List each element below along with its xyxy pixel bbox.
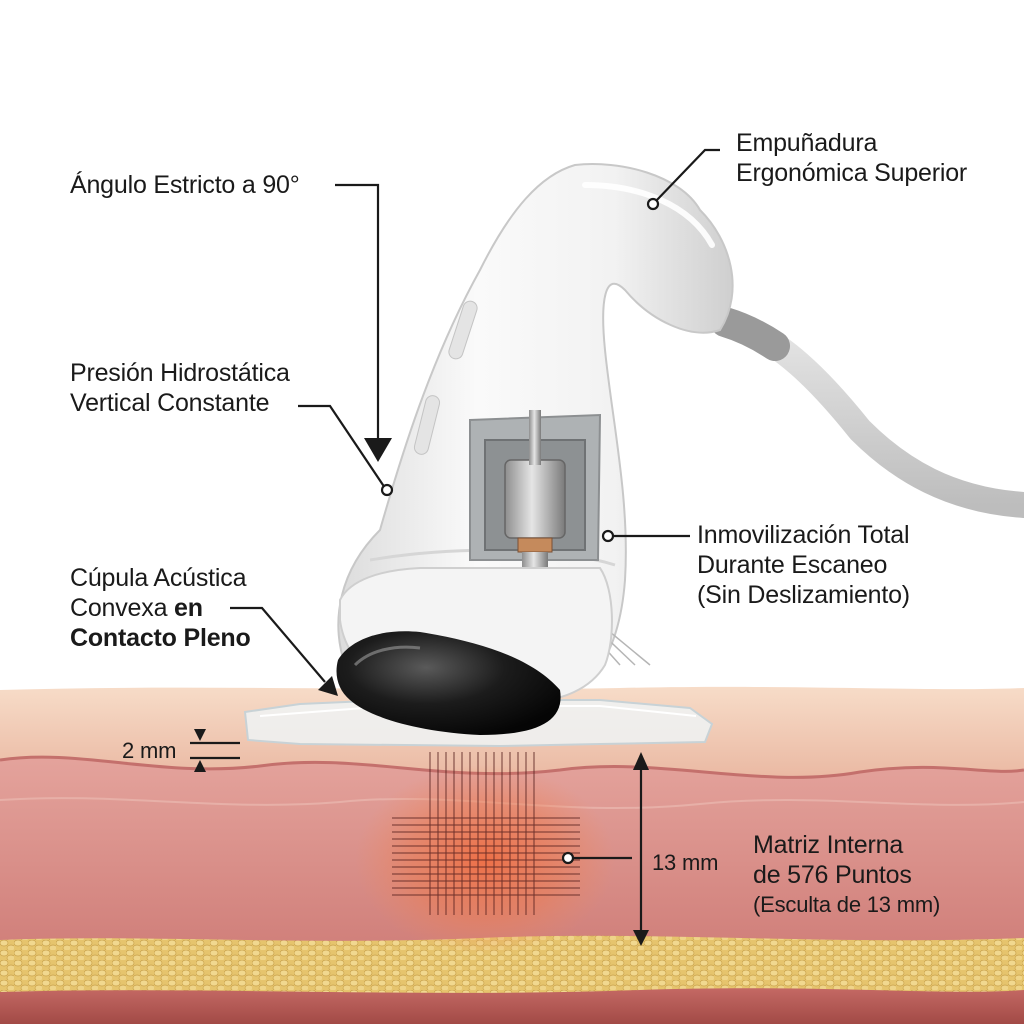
immobilization-dot — [601, 529, 615, 543]
label-grip-line-2: Ergonómica Superior — [736, 159, 968, 187]
muscle-layer — [0, 988, 1024, 1024]
pressure-dot — [380, 483, 394, 497]
annotation-lines — [190, 148, 720, 946]
label-dome: Cúpula Acústica Convexa en Contacto Plen… — [70, 563, 251, 653]
pressure-leader — [298, 404, 386, 489]
label-dome-convexa: Convexa — [70, 594, 168, 622]
label-immobilization-line-3: (Sin Deslizamiento) — [697, 581, 910, 609]
matrix-dot — [561, 851, 575, 865]
gel-thickness-arrow-top — [194, 729, 206, 741]
focal-matrix — [392, 752, 580, 915]
label-immobilization: Inmovilización Total Durante Escaneo (Si… — [697, 520, 910, 610]
transducer-core — [517, 537, 553, 553]
dome-highlight — [353, 645, 421, 667]
label-matrix-line-3: (Esculta de 13 mm) — [753, 892, 941, 917]
transducer-nozzle — [522, 552, 548, 570]
label-gel-thickness-text: 2 mm — [122, 738, 177, 763]
gel-thickness-arrow-bottom — [194, 760, 206, 772]
handpiece — [336, 163, 734, 735]
acoustic-dome — [336, 631, 561, 735]
label-immobilization-line-2: Durante Escaneo — [697, 551, 888, 579]
label-dome-line-3: Contacto Pleno — [70, 624, 251, 652]
label-depth-text: 13 mm — [652, 850, 719, 875]
angle-arrowhead — [364, 438, 392, 462]
fat-layer — [0, 935, 1024, 1000]
label-depth: 13 mm — [652, 848, 718, 878]
label-grip-line-1: Empuñadura — [736, 129, 878, 157]
label-matrix-line-1: Matriz Interna — [753, 831, 904, 859]
label-pressure-line-1: Presión Hidrostática — [70, 359, 290, 387]
dome-arrowhead — [318, 676, 338, 696]
label-immobilization-line-1: Inmovilización Total — [697, 521, 910, 549]
label-grip: Empuñadura Ergonómica Superior — [736, 128, 967, 188]
label-gel-thickness: 2 mm — [122, 736, 176, 766]
focal-zone — [355, 752, 615, 955]
grip-highlight — [582, 182, 715, 248]
label-matrix-line-2: de 576 Puntos — [753, 861, 912, 889]
label-dome-en: en — [174, 594, 203, 622]
side-button-lower — [413, 395, 441, 455]
angle-leader — [335, 183, 380, 445]
depth-arrow-top — [633, 752, 649, 770]
depth-arrow-bottom — [633, 930, 649, 946]
label-angle: Ángulo Estricto a 90° — [70, 170, 300, 200]
label-matrix: Matriz Interna de 576 Puntos (Esculta de… — [753, 830, 940, 920]
label-pressure-line-2: Vertical Constante — [70, 389, 270, 417]
label-dome-line-1: Cúpula Acústica — [70, 564, 247, 592]
dermis-boundary — [0, 755, 1024, 779]
dome-leader — [230, 606, 326, 683]
label-angle-text: Ángulo Estricto a 90° — [70, 171, 300, 199]
grip-leader — [654, 148, 720, 203]
label-pressure: Presión Hidrostática Vertical Constante — [70, 358, 290, 418]
transducer-cylinder — [504, 459, 566, 539]
grip-dot — [646, 197, 660, 211]
label-dome-line-2: Convexa en — [70, 593, 251, 623]
cable-strain-relief — [710, 307, 790, 361]
side-button-upper — [448, 300, 478, 360]
transducer-shaft — [529, 410, 541, 465]
